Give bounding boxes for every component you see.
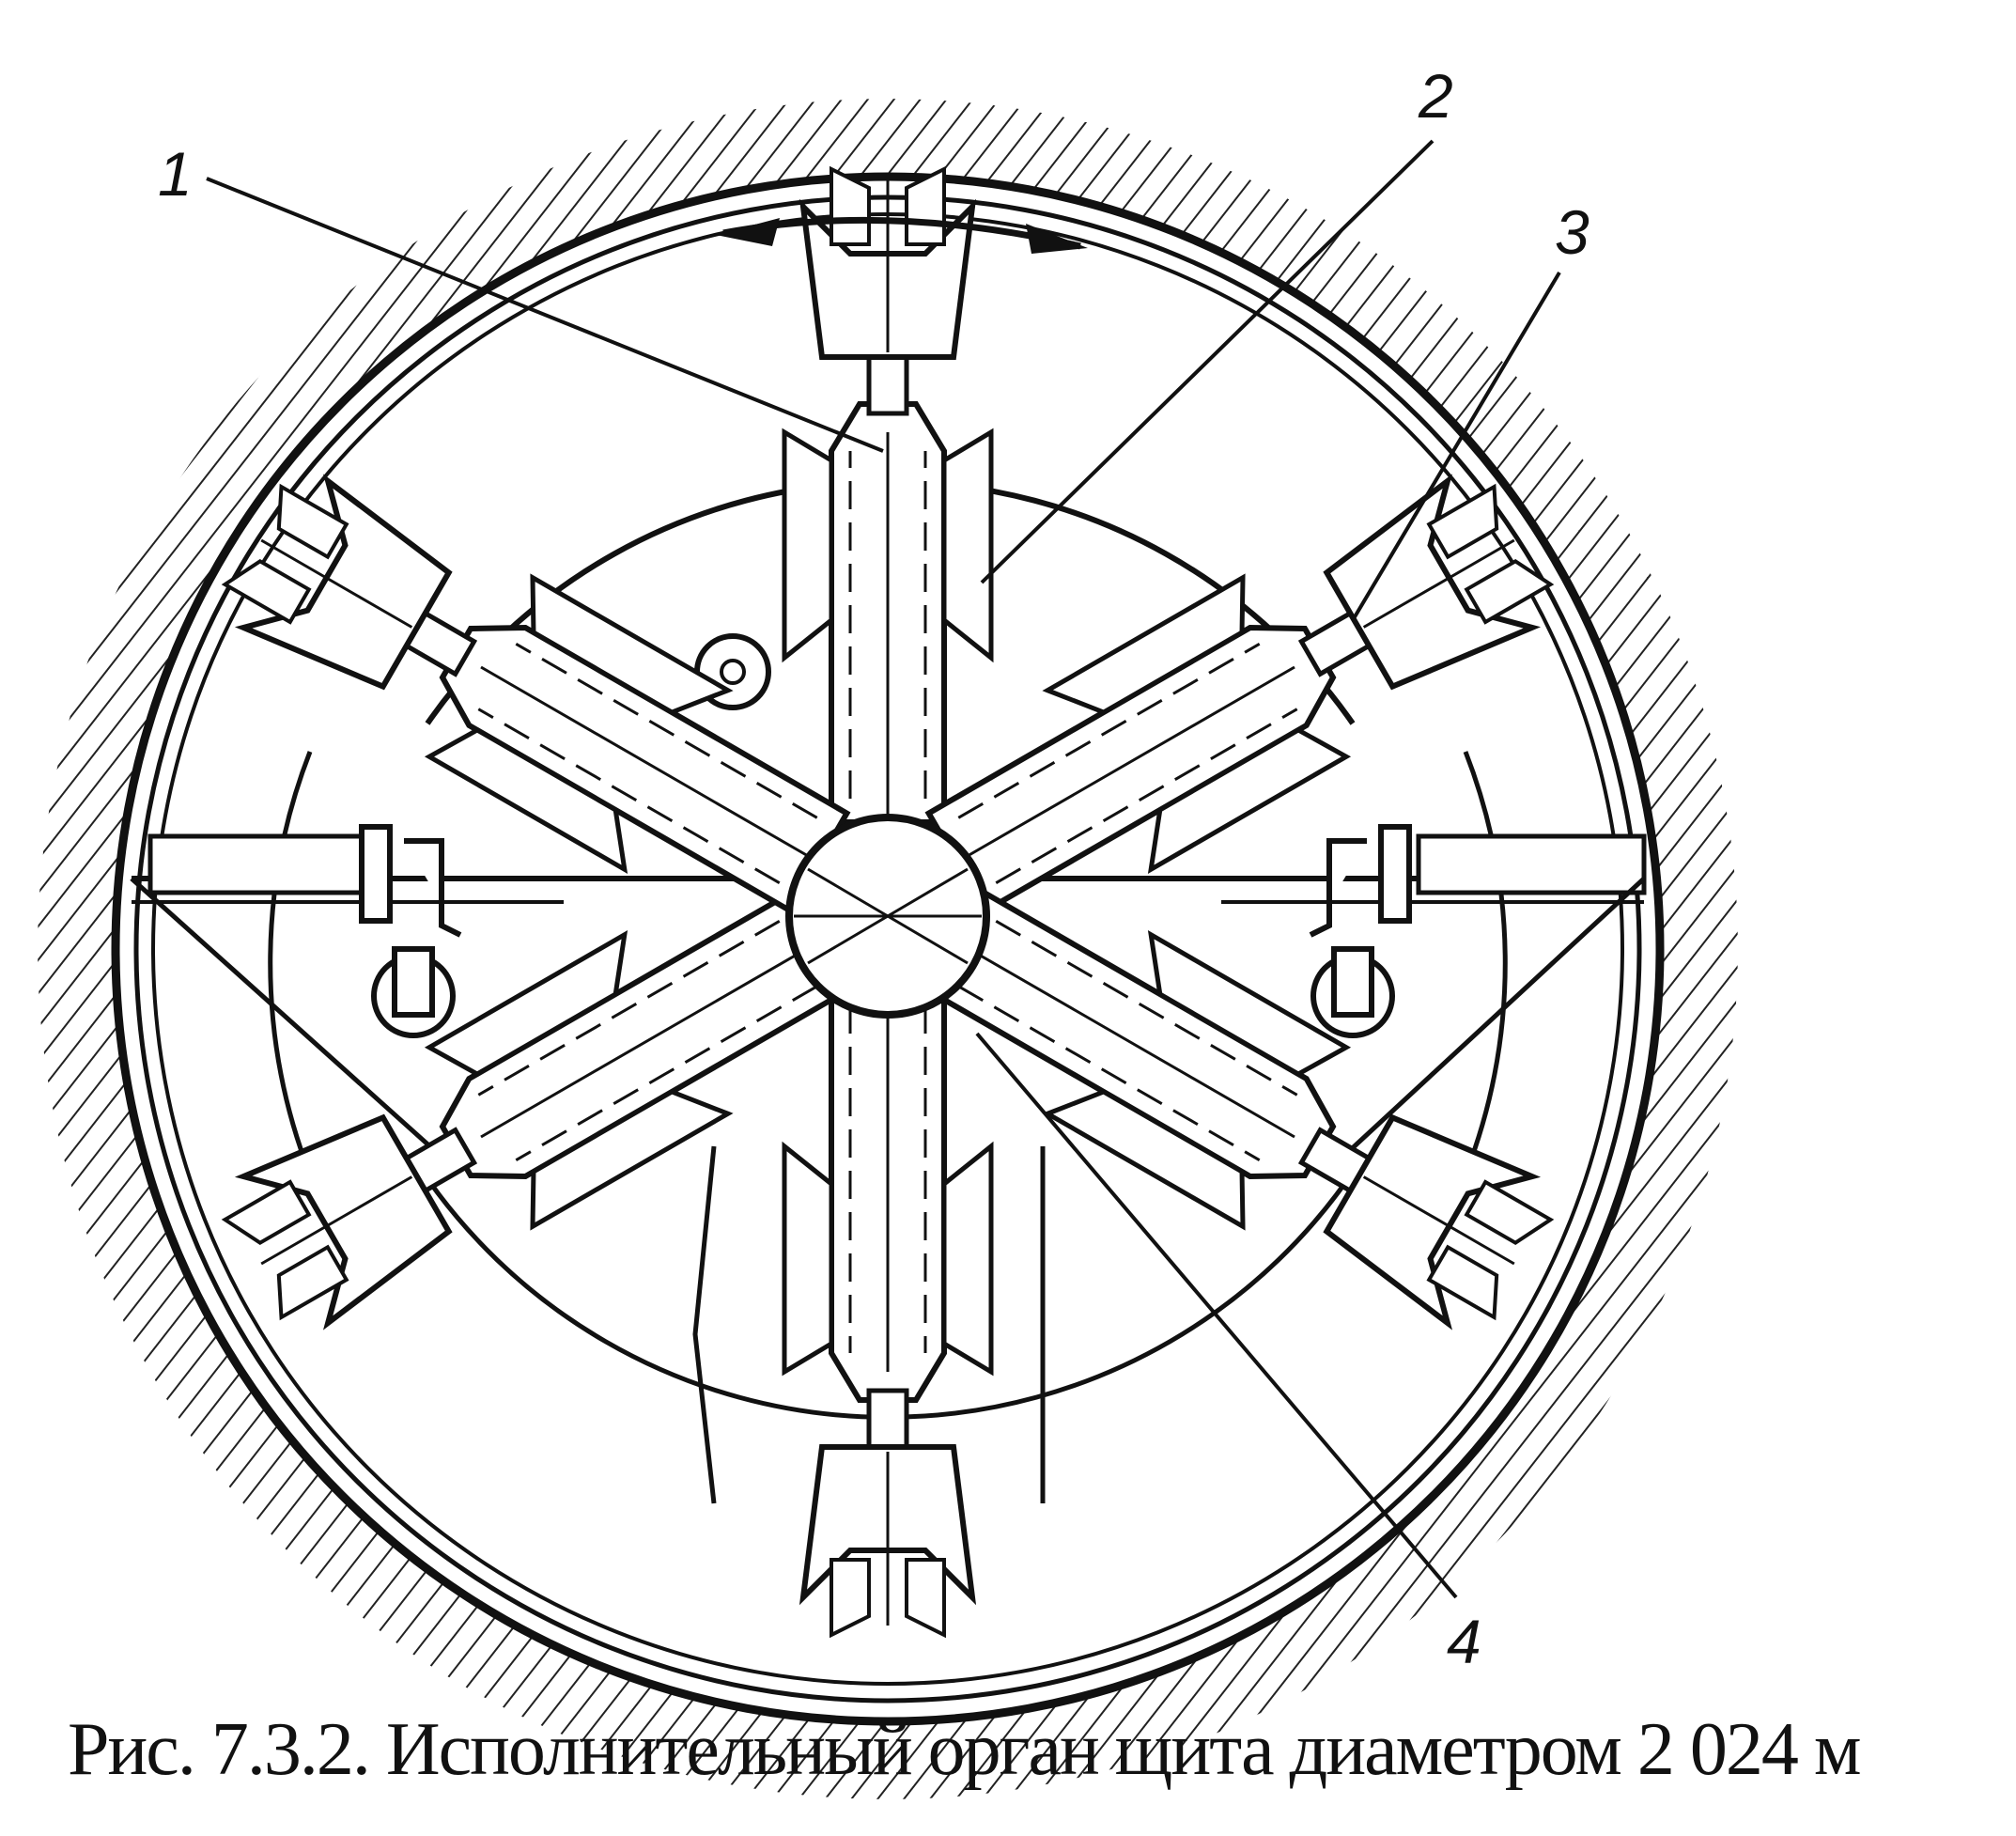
callout-1: 1 <box>158 139 193 209</box>
callout-3: 3 <box>1555 197 1590 267</box>
callout-4: 4 <box>1447 1607 1481 1676</box>
figure-caption: Рис. 7.3.2. Исполнительный орган щита ди… <box>68 1708 1861 1791</box>
callout-2: 2 <box>1418 61 1453 131</box>
